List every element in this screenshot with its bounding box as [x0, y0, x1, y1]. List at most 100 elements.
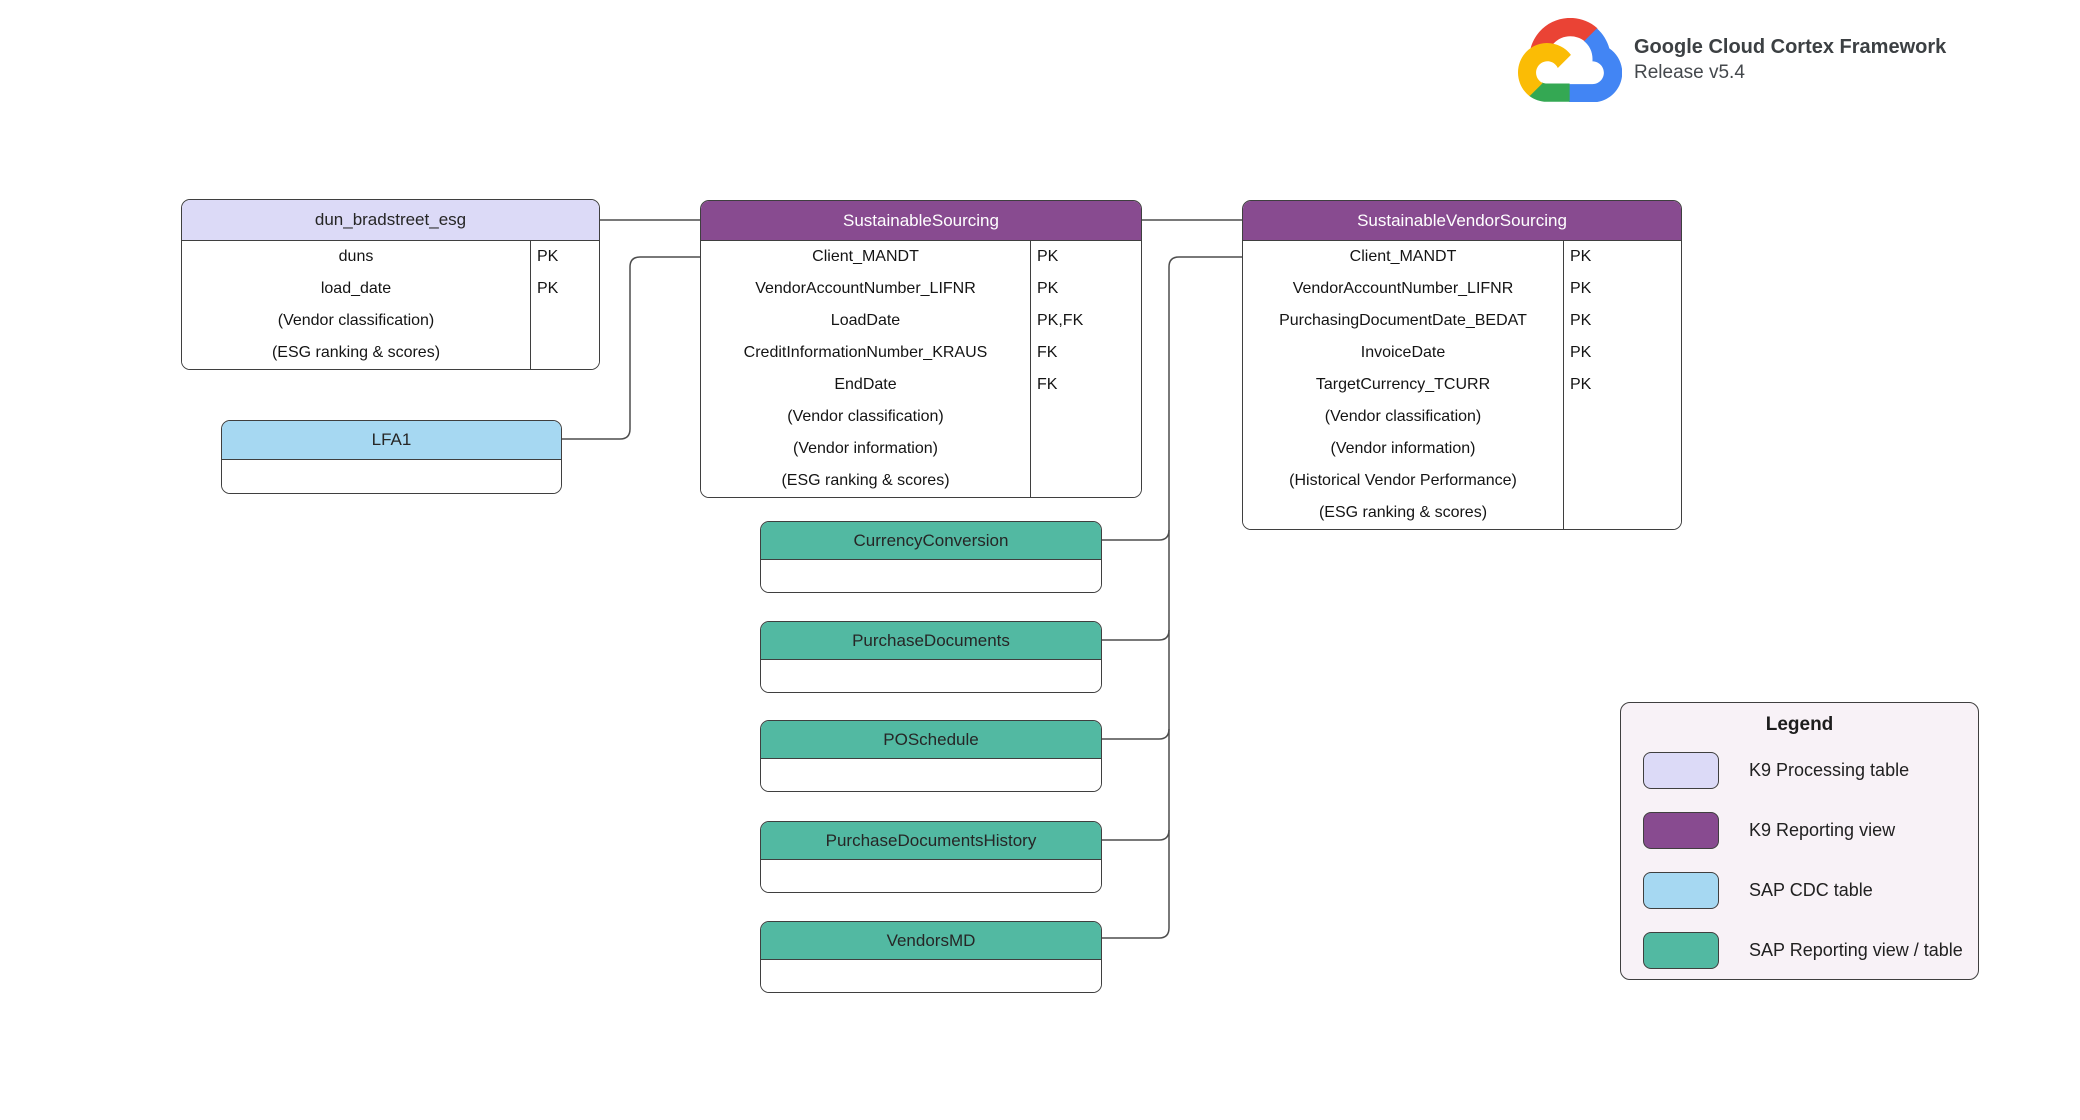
field-name: (Vendor classification) — [1324, 408, 1482, 425]
field-key-flag — [1030, 401, 1141, 433]
legend-color-swatch — [1643, 752, 1719, 789]
table-row: (Vendor classification) — [182, 305, 599, 337]
brand-text: Google Cloud Cortex Framework Release v5… — [1634, 36, 1946, 84]
table-header: PurchaseDocuments — [761, 622, 1101, 660]
legend-label: K9 Reporting view — [1749, 820, 1896, 840]
table-row: CreditInformationNumber_KRAUS FK — [701, 337, 1141, 369]
legend-color-swatch — [1643, 932, 1719, 969]
field-key-flag — [1563, 497, 1681, 529]
legend-color-swatch — [1643, 872, 1719, 909]
table-header: CurrencyConversion — [761, 522, 1101, 560]
field-name: (Vendor classification) — [277, 312, 435, 329]
field-name: InvoiceDate — [1360, 344, 1446, 361]
field-key-flag: PK — [530, 273, 599, 305]
field-key-flag: PK — [1030, 241, 1141, 273]
table-row: (ESG ranking & scores) — [1243, 497, 1681, 529]
table-row: (ESG ranking & scores) — [182, 337, 599, 369]
table-body-empty — [761, 560, 1101, 592]
legend-label: K9 Processing table — [1749, 760, 1910, 780]
connector-purchasedocuments — [1102, 629, 1170, 641]
field-name: (Historical Vendor Performance) — [1289, 472, 1517, 489]
table-row: (Vendor information) — [701, 433, 1141, 465]
table-body-empty — [761, 660, 1101, 692]
table-body-empty — [761, 860, 1101, 892]
entity-table-currency-conversion: CurrencyConversion — [760, 521, 1102, 593]
field-name: (Vendor classification) — [787, 408, 944, 425]
table-title: VendorsMD — [886, 930, 976, 950]
table-title: SustainableSourcing — [843, 210, 999, 230]
table-header: SustainableVendorSourcing — [1243, 201, 1681, 241]
field-name: EndDate — [834, 376, 897, 393]
field-key-flag: PK — [1563, 337, 1681, 369]
field-key-flag: PK — [530, 241, 599, 273]
table-body-empty — [761, 960, 1101, 992]
field-name: TargetCurrency_TCURR — [1315, 376, 1491, 393]
field-name: load_date — [320, 280, 392, 297]
field-key-flag — [530, 305, 599, 337]
field-key-flag: PK — [1563, 369, 1681, 401]
brand-title: Google Cloud Cortex Framework — [1634, 36, 1947, 58]
brand-release-version: Release v5.4 — [1634, 62, 1745, 83]
legend-item: SAP CDC table — [1643, 872, 1978, 909]
field-name: PurchasingDocumentDate_BEDAT — [1279, 312, 1527, 329]
table-header: dun_bradstreet_esg — [182, 200, 599, 241]
field-key-flag — [1563, 433, 1681, 465]
table-row: LoadDate PK,FK — [701, 305, 1141, 337]
field-key-flag — [1030, 465, 1141, 497]
legend-label: SAP CDC table — [1749, 880, 1873, 900]
field-name: VendorAccountNumber_LIFNR — [1292, 280, 1514, 297]
legend-item: SAP Reporting view / table — [1643, 932, 1978, 969]
field-name: duns — [338, 248, 374, 265]
field-name: (ESG ranking & scores) — [271, 344, 441, 361]
entity-table-purchase-documents-history: PurchaseDocumentsHistory — [760, 821, 1102, 893]
field-key-flag — [1030, 433, 1141, 465]
legend-color-swatch — [1643, 812, 1719, 849]
table-header: LFA1 — [222, 421, 561, 460]
field-key-flag: PK — [1563, 241, 1681, 273]
field-key-flag: PK — [1563, 305, 1681, 337]
field-key-flag — [1563, 465, 1681, 497]
legend-item: K9 Reporting view — [1643, 812, 1978, 849]
connector-poschedule — [1102, 728, 1170, 740]
table-row: (Vendor classification) — [701, 401, 1141, 433]
table-row: (Historical Vendor Performance) — [1243, 465, 1681, 497]
entity-table-sustainable-vendor-sourcing: SustainableVendorSourcing Client_MANDT PK… — [1242, 200, 1682, 530]
entity-table-po-schedule: POSchedule — [760, 720, 1102, 792]
field-name: LoadDate — [830, 312, 901, 329]
table-title: SustainableVendorSourcing — [1357, 210, 1567, 230]
table-row: Client_MANDT PK — [1243, 241, 1681, 273]
table-row: (Vendor information) — [1243, 433, 1681, 465]
field-name: CreditInformationNumber_KRAUS — [743, 344, 988, 361]
table-title: dun_bradstreet_esg — [314, 210, 467, 229]
table-header: PurchaseDocumentsHistory — [761, 822, 1101, 860]
table-row: TargetCurrency_TCURR PK — [1243, 369, 1681, 401]
table-body-empty — [222, 460, 561, 493]
legend-label: SAP Reporting view / table — [1749, 940, 1963, 960]
field-name: (ESG ranking & scores) — [1318, 504, 1488, 521]
field-name: Client_MANDT — [1349, 248, 1457, 265]
table-title: CurrencyConversion — [853, 530, 1009, 550]
connector-currencyconversion — [1102, 529, 1170, 541]
table-row: PurchasingDocumentDate_BEDAT PK — [1243, 305, 1681, 337]
entity-table-vendors-md: VendorsMD — [760, 921, 1102, 993]
connector-purchasedocumentshistory — [1102, 829, 1170, 841]
field-key-flag: PK,FK — [1030, 305, 1141, 337]
table-title: POSchedule — [883, 729, 979, 749]
table-row: InvoiceDate PK — [1243, 337, 1681, 369]
field-key-flag — [530, 337, 599, 369]
field-key-flag: FK — [1030, 337, 1141, 369]
legend-item: K9 Processing table — [1643, 752, 1978, 789]
table-body-empty — [761, 759, 1101, 791]
field-name: (Vendor information) — [793, 440, 938, 457]
